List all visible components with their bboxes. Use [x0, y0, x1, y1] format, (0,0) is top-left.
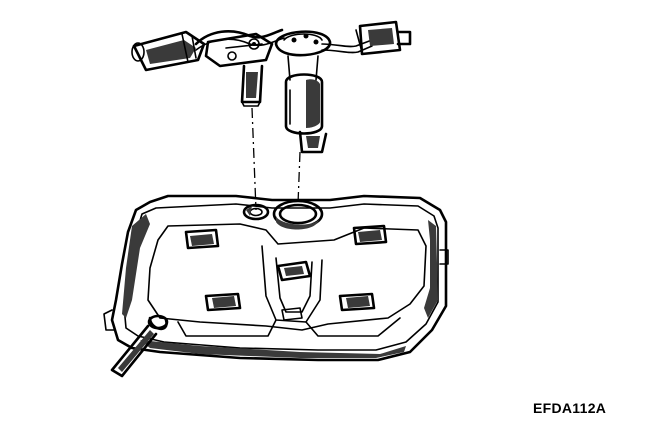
right-connector [355, 20, 412, 56]
tank-pad-right [352, 224, 388, 246]
fuel-sender-unit [204, 32, 274, 107]
fuel-pump-assembly [274, 30, 332, 154]
filler-neck-pipe [110, 314, 169, 378]
pump-opening [272, 199, 324, 230]
wiring-harness [194, 28, 373, 54]
sender-opening [242, 203, 270, 221]
figure-code-label: EFDA112A [533, 400, 607, 416]
fuel-tank [103, 194, 449, 378]
tank-pad-left [184, 228, 220, 250]
left-connector [131, 30, 206, 72]
alignment-lines [251, 107, 301, 211]
